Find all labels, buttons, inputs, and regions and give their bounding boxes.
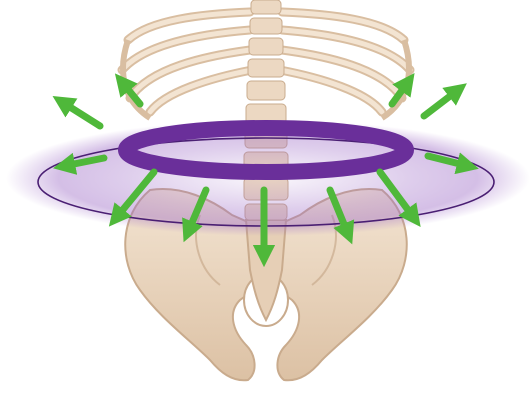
arrow-upper-left-1: [62, 102, 100, 126]
arrow-upper-right-2: [424, 90, 458, 116]
